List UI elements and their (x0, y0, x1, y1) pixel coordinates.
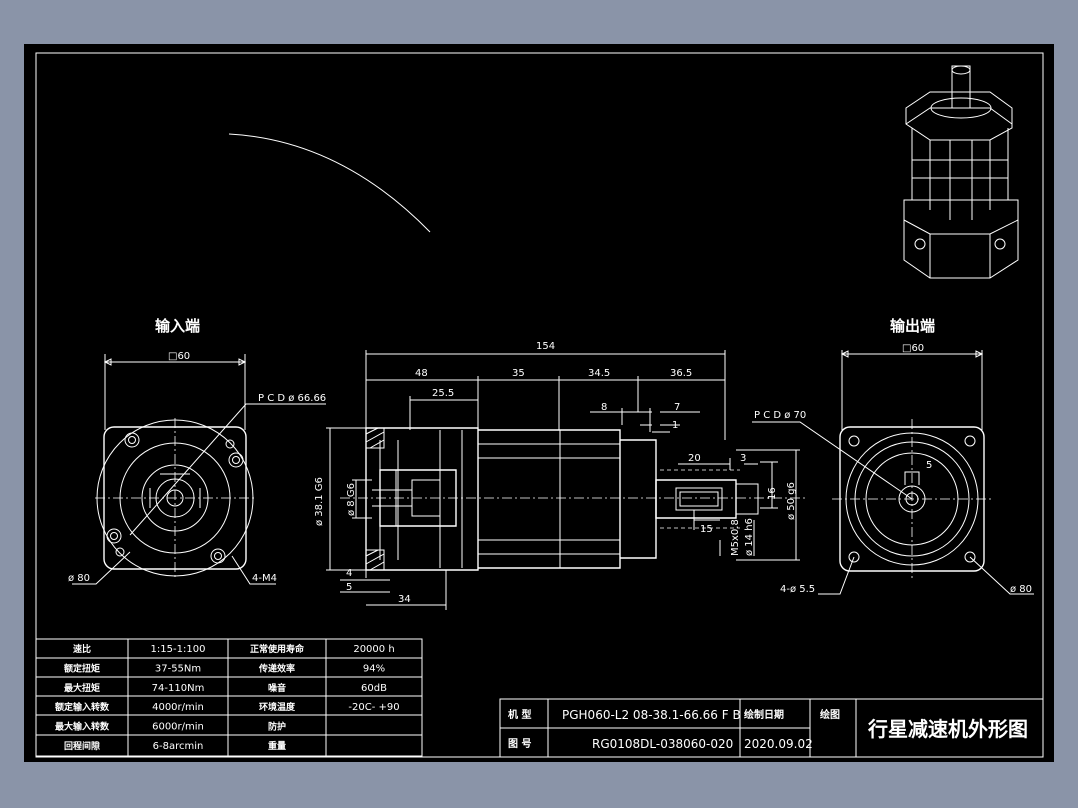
dim-25-5: 25.5 (432, 388, 454, 399)
input-diameter-dim: ø 80 (68, 573, 90, 584)
dim-bore: ø 38.1 G6 (314, 477, 325, 526)
date-label: 绘制日期 (744, 708, 784, 721)
output-holes-dim: 4-ø 5.5 (780, 584, 815, 595)
dim-3: 3 (740, 453, 746, 464)
output-end-view: □60 P C D ø 70 5 4-ø 5.5 ø 80 (752, 343, 1034, 595)
input-pcd-dim: P C D ø 66.66 (258, 393, 326, 404)
spec-param-label: 回程间隙 (64, 740, 100, 752)
model-label: 机 型 (508, 708, 531, 721)
overall-length-dim: 154 (536, 341, 555, 352)
spec-param-label: 速比 (73, 643, 91, 655)
output-end-title: 输出端 (890, 317, 935, 335)
spec-table: 速比 1:15-1:100 正常使用寿命 20000 h 额定扭矩 37-55Nm 传递效率… (35, 638, 423, 757)
output-square-dim: □60 (902, 343, 924, 354)
model-value: PGH060-L2 08-38.1-66.66 F B (562, 708, 741, 722)
spec-param2-label: 重量 (268, 740, 286, 752)
title-block: 机 型 PGH060-L2 08-38.1-66.66 F B 图 号 RG01… (499, 698, 1044, 758)
output-diameter-dim: ø 80 (1010, 584, 1032, 595)
spec-param-label: 最大扭矩 (64, 682, 100, 694)
spec-param-value: 4000r/min (152, 702, 204, 713)
drawing-sheet (24, 44, 1054, 762)
drawing-title: 行星减速机外形图 (867, 717, 1028, 741)
spec-param-label: 最大输入转数 (55, 721, 110, 733)
spec-param2-label: 环境温度 (259, 701, 296, 713)
spec-param2-value: -20C- +90 (348, 702, 399, 713)
spec-param2-label: 防护 (268, 721, 286, 733)
spec-param2-label: 正常使用寿命 (250, 643, 305, 655)
input-end-title: 输入端 (155, 317, 200, 335)
dim-7: 7 (674, 402, 680, 413)
spec-param2-label: 噪音 (268, 682, 286, 694)
dim-15: 15 (700, 524, 713, 535)
input-end-view: □60 P C D ø 66.66 ø 80 4-M4 (68, 351, 326, 585)
spec-param-value: 74-110Nm (152, 683, 205, 694)
dim-20: 20 (688, 453, 701, 464)
spec-param-value: 1:15-1:100 (151, 644, 206, 655)
dim-1: 1 (672, 420, 678, 431)
drawn-label: 绘图 (820, 708, 840, 721)
dim-8: 8 (601, 402, 607, 413)
spec-param-value: 37-55Nm (155, 663, 201, 674)
input-square-dim: □60 (168, 351, 190, 362)
output-key-dim: 5 (926, 460, 932, 471)
dim-34: 34 (398, 594, 411, 605)
dim-shaft: ø 14 h6 (744, 518, 755, 556)
spec-param-value: 6000r/min (152, 722, 204, 733)
dim-16: 16 (767, 487, 778, 500)
drawing-no-value: RG0108DL-038060-020 (592, 737, 733, 751)
spec-param-value: 6-8arcmin (153, 741, 204, 752)
dim-thread: M5x0.8 (730, 519, 741, 556)
spec-param2-value: 94% (363, 663, 385, 674)
isometric-gearbox-view (903, 65, 1019, 279)
input-holes-dim: 4-M4 (252, 573, 277, 584)
segment-1-dim: 48 (415, 368, 428, 379)
segment-4-dim: 36.5 (670, 368, 692, 379)
spec-param2-value: 60dB (361, 683, 387, 694)
segment-2-dim: 35 (512, 368, 525, 379)
dim-pilot: ø 50 g6 (786, 482, 797, 520)
output-pcd-dim: P C D ø 70 (754, 410, 806, 421)
dim-input-shaft: ø 8 G6 (346, 483, 357, 516)
segment-3-dim: 34.5 (588, 368, 610, 379)
drawing-no-label: 图 号 (508, 738, 531, 750)
spec-param2-label: 传递效率 (258, 662, 295, 674)
spec-param-label: 额定扭矩 (64, 662, 100, 674)
side-section-view: 154 48 35 34.5 36.5 25.5 8 7 1 20 3 15 1… (314, 341, 805, 610)
construction-arc (228, 133, 431, 233)
spec-param-label: 额定输入转数 (55, 701, 110, 713)
spec-param2-value: 20000 h (353, 644, 394, 655)
date-value: 2020.09.02 (744, 737, 813, 751)
dim-5: 5 (346, 582, 352, 593)
dim-4: 4 (346, 568, 352, 579)
